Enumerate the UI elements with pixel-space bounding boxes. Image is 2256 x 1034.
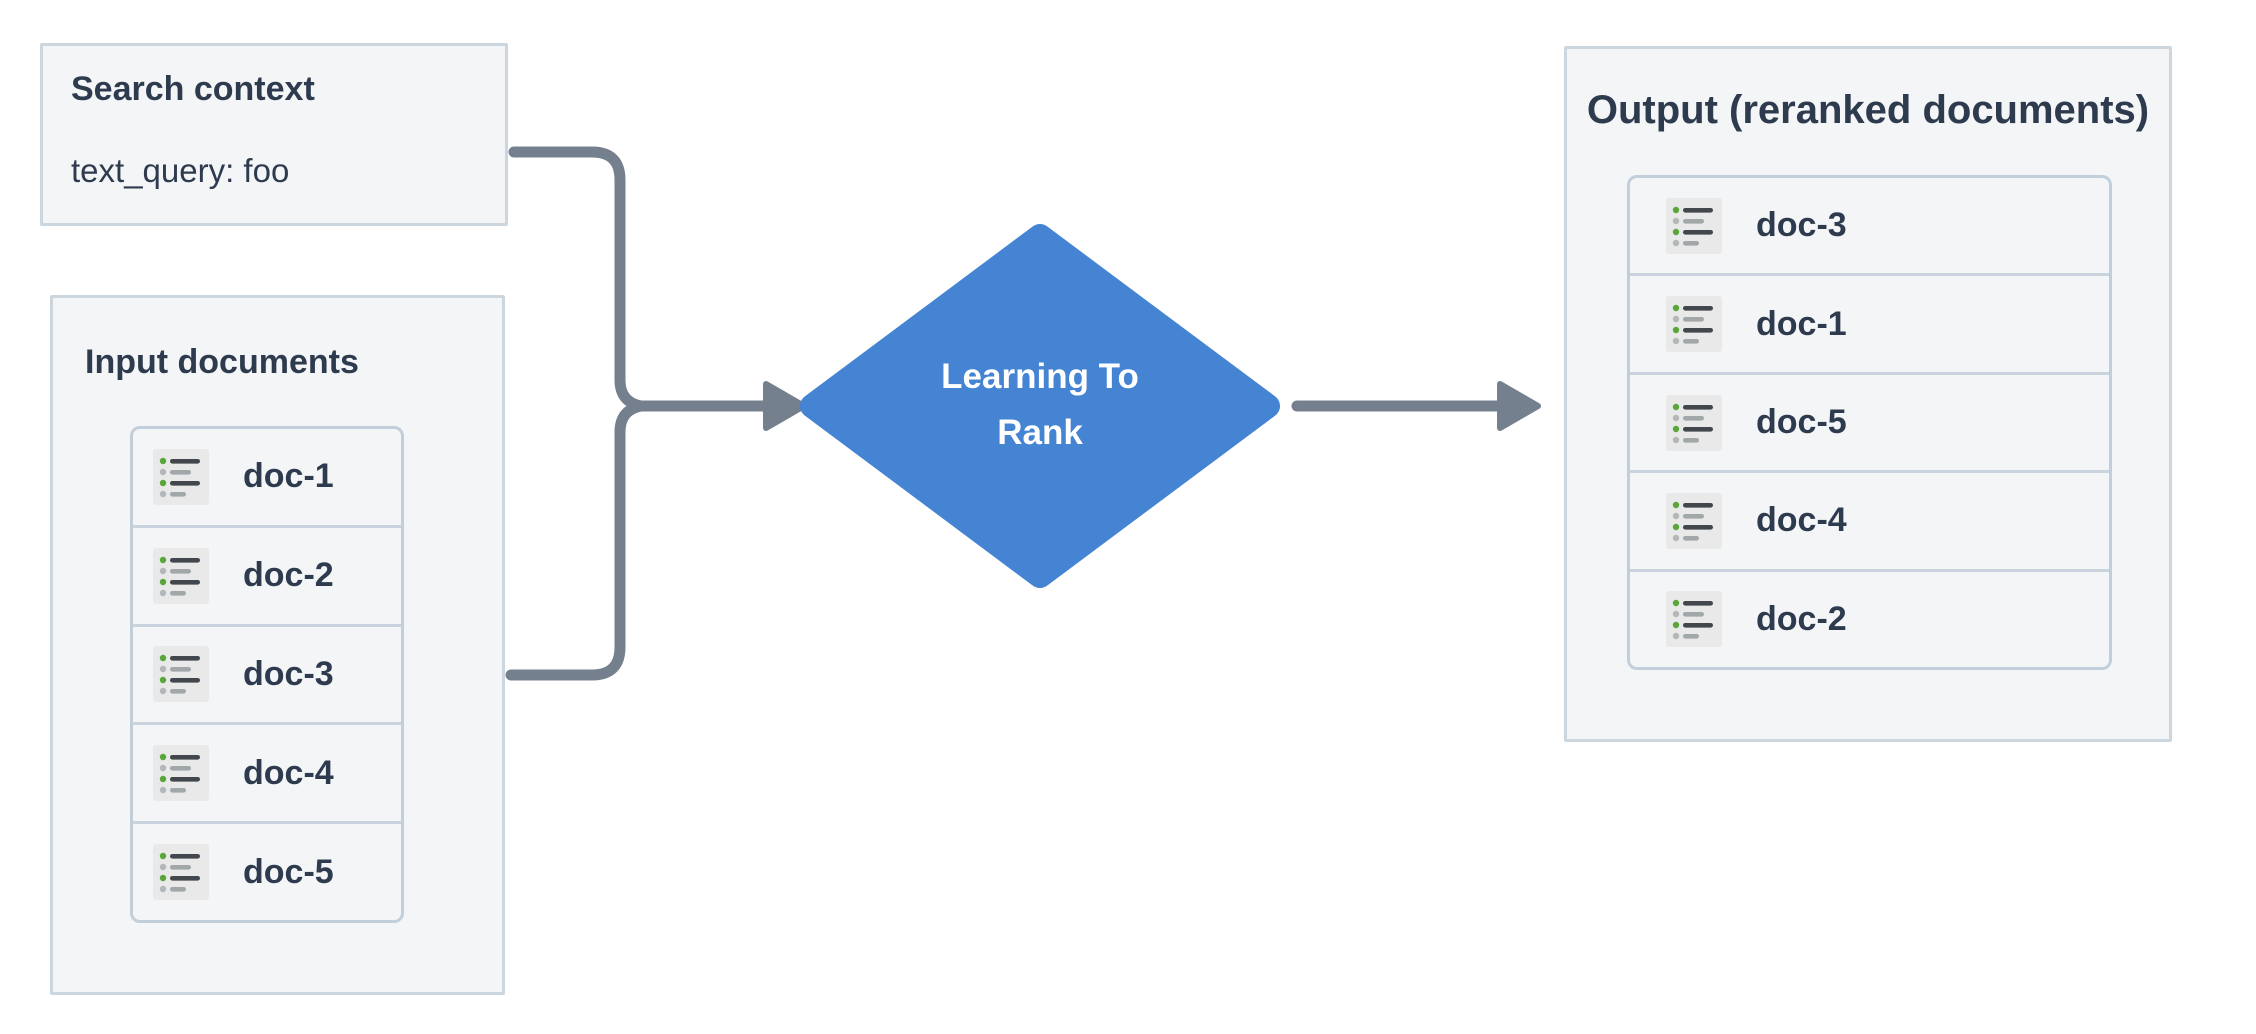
document-label: doc-1	[243, 457, 334, 496]
output-title: Output (reranked documents)	[1586, 88, 2150, 132]
diamond-label-line2: Rank	[997, 413, 1083, 452]
document-row: doc-3	[1630, 178, 2109, 273]
document-label: doc-4	[243, 753, 334, 792]
document-list-icon	[153, 547, 209, 604]
output-panel: Output (reranked documents)	[1564, 46, 2172, 742]
document-row: doc-1	[1630, 273, 2109, 371]
document-list-icon	[1666, 197, 1722, 254]
document-list-icon	[1666, 492, 1722, 549]
output-documents-list: doc-3 doc-1	[1627, 175, 2112, 670]
merge-branch-bottom	[505, 400, 647, 681]
document-label: doc-4	[1756, 501, 1847, 540]
document-row: doc-4	[133, 722, 401, 821]
merge-arrowhead-icon	[763, 381, 807, 431]
document-list-icon	[153, 448, 209, 505]
document-list-icon	[1666, 394, 1722, 451]
document-label: doc-5	[1756, 403, 1847, 442]
output-arrowhead-icon	[1497, 381, 1541, 431]
document-label: doc-3	[1756, 206, 1847, 245]
document-list-icon	[1666, 591, 1722, 648]
diamond-label: Learning To Rank	[890, 349, 1190, 461]
document-row: doc-3	[133, 623, 401, 723]
document-label: doc-5	[243, 852, 334, 891]
document-list-icon	[153, 745, 209, 802]
document-row: doc-5	[1630, 371, 2109, 470]
merge-branch-top	[508, 146, 647, 412]
document-row: doc-1	[133, 429, 401, 525]
document-row: doc-2	[1630, 568, 2109, 667]
document-row: doc-4	[1630, 470, 2109, 568]
document-label: doc-3	[243, 654, 334, 693]
search-context-panel: Search context text_query: foo	[40, 43, 508, 226]
document-label: doc-2	[1756, 599, 1847, 638]
document-list-icon	[153, 646, 209, 703]
document-list-icon	[153, 844, 209, 901]
diamond-label-line1: Learning To	[941, 357, 1139, 396]
document-row: doc-5	[133, 821, 401, 920]
document-list-icon	[1666, 296, 1722, 353]
search-context-title: Search context	[71, 70, 315, 108]
document-label: doc-1	[1756, 304, 1847, 343]
search-context-query: text_query: foo	[71, 152, 290, 189]
input-documents-list: doc-1 doc-2	[130, 426, 404, 923]
document-row: doc-2	[133, 524, 401, 624]
input-documents-panel: Input documents	[50, 295, 505, 995]
document-label: doc-2	[243, 556, 334, 595]
input-documents-title: Input documents	[85, 343, 359, 381]
